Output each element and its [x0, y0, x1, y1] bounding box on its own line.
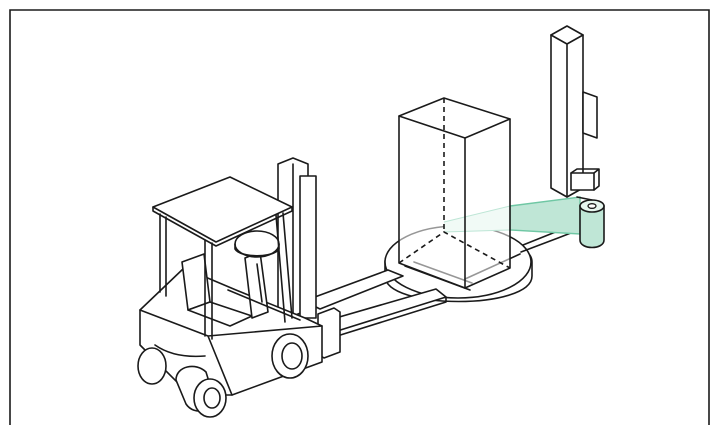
- wrapper-mast: [550, 25, 600, 198]
- frame-border: [9, 9, 710, 425]
- forklift-icon: [137, 157, 447, 418]
- film-roll-icon: [576, 196, 605, 249]
- forklift-mast: [277, 157, 317, 319]
- overhead-guard: [152, 176, 293, 340]
- pallet-load-icon: [398, 97, 511, 289]
- hood: [227, 289, 301, 321]
- stretch-wrapper-icon: [384, 25, 605, 303]
- rear-wheel: [137, 347, 227, 418]
- front-wheel: [271, 333, 309, 379]
